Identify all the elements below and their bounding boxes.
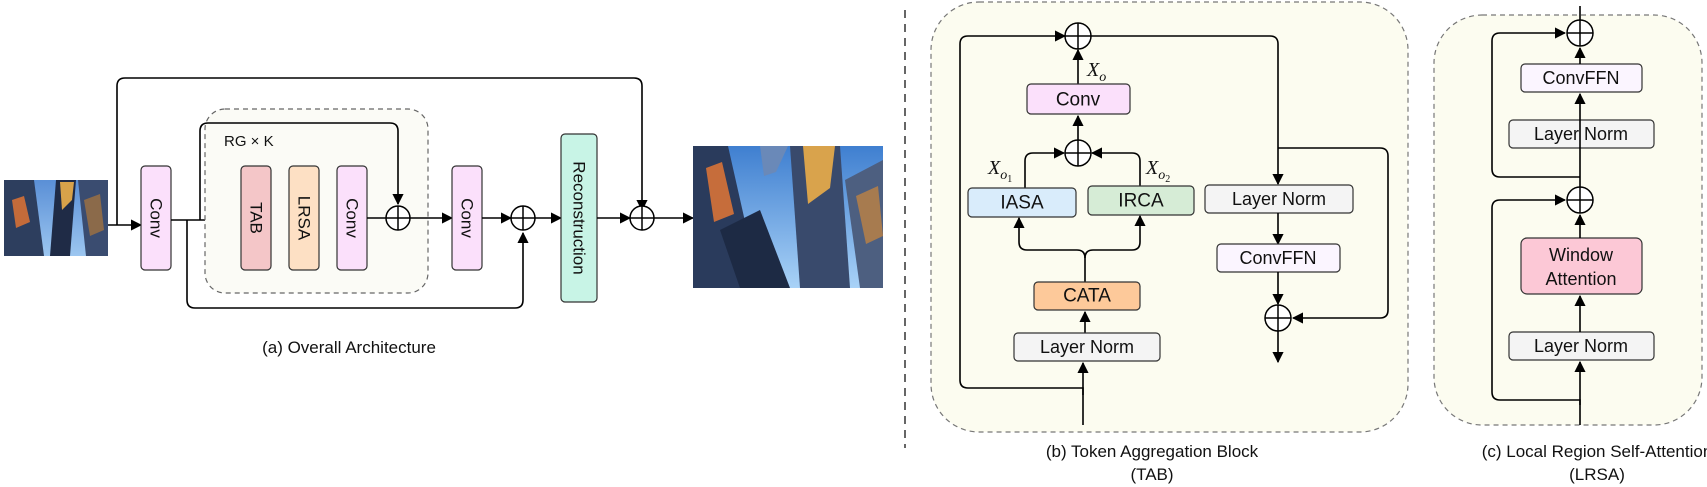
lrsa-block: LRSA bbox=[288, 165, 320, 271]
lrsa-convffn-label: ConvFFN bbox=[1542, 68, 1619, 88]
tab-block: TAB bbox=[240, 165, 272, 271]
caption-overall-architecture: (a) Overall Architecture bbox=[262, 338, 436, 357]
tab-convffn-block: ConvFFN bbox=[1216, 243, 1341, 273]
global-skip-connection bbox=[116, 77, 648, 225]
panel-overall-architecture: Conv RG × K TAB LRSA Conv bbox=[4, 77, 883, 357]
lrsa-convffn-block: ConvFFN bbox=[1520, 63, 1643, 93]
lrsa-layer-norm-bottom: Layer Norm bbox=[1508, 331, 1655, 361]
panel-token-aggregation-block: Xo Conv Xo1 Xo2 IASA IRCA bbox=[930, 1, 1409, 484]
xo2-label: Xo2 bbox=[1145, 157, 1170, 185]
arrow-cata-to-irca bbox=[1084, 214, 1146, 259]
lrsa-upper-skip bbox=[1491, 27, 1580, 178]
inner-conv-block: Conv bbox=[336, 165, 368, 271]
cata-block: CATA bbox=[1033, 281, 1141, 311]
xo-label: Xo bbox=[1086, 59, 1106, 85]
caption-lrsa-line1: (c) Local Region Self-Attention bbox=[1482, 442, 1707, 461]
window-attention-line1: Window bbox=[1549, 245, 1614, 265]
panel-local-region-self-attention: ConvFFN Layer Norm Window Attention Laye… bbox=[1433, 6, 1707, 484]
xo1-label: Xo1 bbox=[987, 157, 1012, 185]
lrsa-layer-norm-bottom-label: Layer Norm bbox=[1534, 336, 1628, 356]
conv-block: Conv bbox=[140, 165, 172, 271]
lrsa-layer-norm-top-label: Layer Norm bbox=[1534, 124, 1628, 144]
feature-sum-operator bbox=[510, 205, 536, 231]
tab-label: TAB bbox=[247, 202, 266, 234]
caption-lrsa-line2: (LRSA) bbox=[1569, 465, 1625, 484]
global-sum-operator bbox=[629, 205, 655, 231]
caption-tab-line1: (b) Token Aggregation Block bbox=[1046, 442, 1259, 461]
arrow-irca-to-mid-sum bbox=[1090, 147, 1141, 186]
arrow-cata-to-iasa bbox=[1013, 216, 1086, 282]
tab-layer-norm-right: Layer Norm bbox=[1204, 184, 1354, 214]
tab-layer-norm-left: Layer Norm bbox=[1013, 332, 1161, 362]
tab-layer-norm-left-label: Layer Norm bbox=[1040, 337, 1134, 357]
tab-mid-sum-operator bbox=[1064, 139, 1092, 167]
tab-conv-block: Conv bbox=[1026, 83, 1131, 115]
lrsa-mid-sum-operator bbox=[1566, 186, 1594, 214]
conv-after-block: Conv bbox=[451, 165, 483, 271]
reconstruction-block: Reconstruction bbox=[560, 133, 598, 303]
tab-top-sum-operator bbox=[1064, 22, 1092, 50]
tab-layer-norm-right-label: Layer Norm bbox=[1232, 189, 1326, 209]
irca-block: IRCA bbox=[1087, 185, 1195, 216]
tab-right-branch bbox=[1090, 35, 1284, 186]
conv-label: Conv bbox=[147, 198, 166, 238]
window-attention-block: Window Attention bbox=[1520, 237, 1643, 295]
tab-conv-label: Conv bbox=[1056, 90, 1101, 111]
group-skip-connection bbox=[199, 122, 404, 220]
arrow-iasa-to-mid-sum bbox=[1024, 147, 1066, 188]
conv-after-label: Conv bbox=[458, 198, 477, 238]
tab-convffn-label: ConvFFN bbox=[1239, 248, 1316, 268]
input-image bbox=[4, 180, 108, 256]
lrsa-lower-skip bbox=[1491, 194, 1581, 405]
reconstruction-label: Reconstruction bbox=[570, 161, 589, 274]
caption-tab-line2: (TAB) bbox=[1130, 465, 1173, 484]
feature-skip-connection bbox=[186, 220, 529, 309]
irca-label: IRCA bbox=[1118, 191, 1164, 212]
iasa-block: IASA bbox=[967, 187, 1077, 218]
lrsa-layer-norm-top: Layer Norm bbox=[1508, 119, 1655, 149]
window-attention-line2: Attention bbox=[1545, 269, 1616, 289]
tab-bottom-sum-operator bbox=[1264, 304, 1292, 332]
iasa-label: IASA bbox=[1000, 193, 1044, 214]
tab-right-skip bbox=[1278, 147, 1389, 324]
lrsa-label: LRSA bbox=[295, 196, 314, 241]
lrsa-panel-box bbox=[1433, 14, 1703, 426]
output-image bbox=[693, 146, 883, 288]
cata-label: CATA bbox=[1063, 286, 1111, 307]
tab-left-skip bbox=[959, 30, 1084, 395]
inner-conv-label: Conv bbox=[343, 198, 362, 238]
group-sum-operator bbox=[385, 205, 411, 231]
residual-group-label: RG × K bbox=[224, 133, 274, 150]
lrsa-top-sum-operator bbox=[1566, 19, 1594, 47]
